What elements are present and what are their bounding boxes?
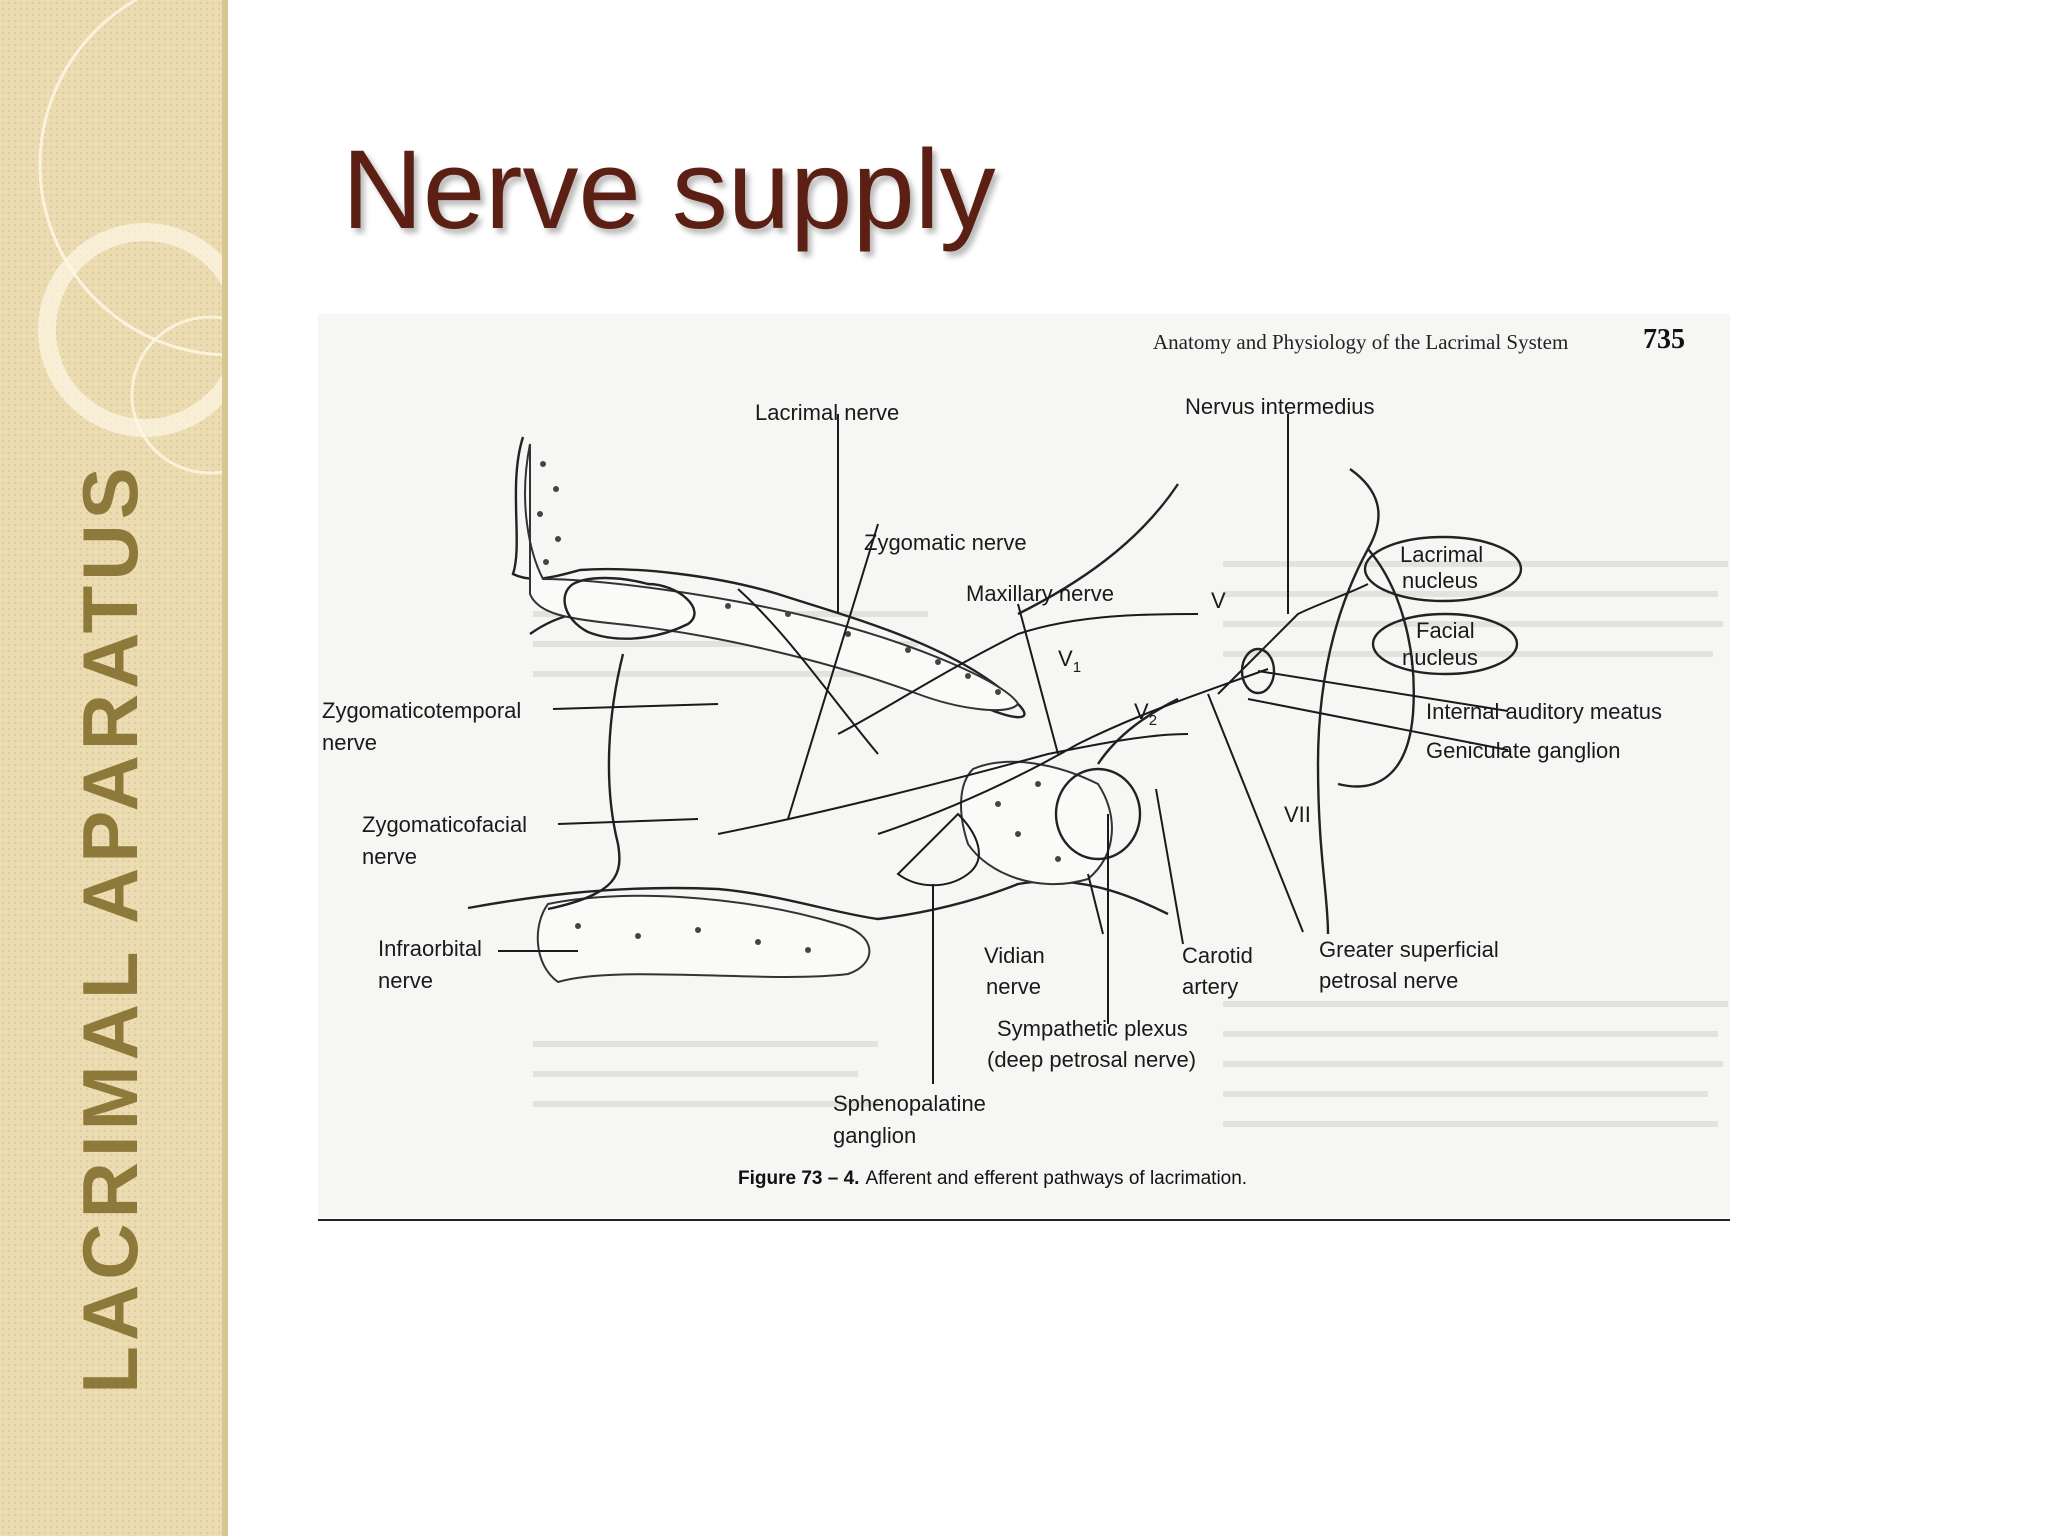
decorative-rings [38, 0, 228, 475]
gspn-path [1217, 583, 1369, 695]
orbital-roof-bone [524, 443, 1020, 712]
carotid-artery-shape [1054, 767, 1142, 861]
label-vidian-nerve: nerve [986, 974, 1041, 999]
label-sphenopalatine-ganglion: ganglion [833, 1123, 916, 1148]
label-nervus-intermedius: Nervus intermedius [1185, 394, 1375, 419]
figure-caption: Figure 73 – 4.Afferent and efferent path… [738, 1168, 1247, 1189]
label-v2: V2 [1134, 699, 1157, 729]
brainstem-outline [1316, 468, 1415, 935]
background-text-bleed [533, 561, 1728, 1127]
lacrimal-nerve-path [837, 613, 1199, 735]
zygoma-outline [547, 653, 625, 911]
sidebar-panel: LACRIMAL APARATUS [0, 0, 228, 1536]
vidian-nerve-path [877, 668, 1269, 835]
sphenopalatine-ganglion-shape [896, 812, 980, 887]
label-facial-nucleus-2: nucleus [1402, 645, 1478, 670]
label-deep-petrosal: (deep petrosal nerve) [987, 1047, 1196, 1072]
nerve-diagram: Anatomy and Physiology of the Lacrimal S… [322, 324, 1728, 1189]
figure-bottom-rule [318, 1219, 1730, 1221]
nerve-diagram-figure: Anatomy and Physiology of the Lacrimal S… [318, 314, 1730, 1218]
maxillary-nerve-path [717, 733, 1189, 835]
sidebar-title: LACRIMAL APARATUS [66, 462, 154, 1394]
label-geniculate-ganglion: Geniculate ganglion [1426, 738, 1620, 763]
label-internal-auditory-meatus: Internal auditory meatus [1426, 699, 1662, 724]
bone-stipple [537, 461, 1061, 953]
label-sympathetic-plexus: Sympathetic plexus [997, 1016, 1188, 1041]
label-facial-nucleus-1: Facial [1416, 618, 1475, 643]
sphenoid-bone [960, 760, 1113, 886]
figure-page-number: 735 [1643, 324, 1685, 355]
label-lacrimal-nucleus-2: nucleus [1402, 568, 1478, 593]
ring-large [38, 0, 228, 357]
label-zygomaticotemporal-nerve: nerve [322, 730, 377, 755]
label-gspn-2: petrosal nerve [1319, 968, 1458, 993]
label-v: V [1211, 588, 1226, 613]
label-infraorbital: Infraorbital [378, 936, 482, 961]
label-lacrimal-nucleus-1: Lacrimal [1400, 542, 1483, 567]
lacrimal-gland [563, 576, 696, 640]
facial-nucleus-oval [1371, 612, 1519, 676]
label-maxillary-nerve: Maxillary nerve [966, 581, 1114, 606]
ring-small [130, 315, 228, 475]
leader-lines [498, 414, 1509, 1084]
slide-title: Nerve supply [342, 127, 996, 252]
zygomatic-nerve-path [737, 588, 879, 755]
geniculate-ganglion-shape [1240, 647, 1276, 695]
label-infraorbital-nerve: nerve [378, 968, 433, 993]
label-vii: VII [1284, 802, 1311, 827]
label-zygomaticofacial-nerve: nerve [362, 844, 417, 869]
label-gspn-1: Greater superficial [1319, 937, 1499, 962]
label-zygomatic-nerve: Zygomatic nerve [864, 530, 1027, 555]
label-zygomaticotemporal: Zygomaticotemporal [322, 698, 521, 723]
label-v1: V1 [1058, 646, 1081, 676]
label-carotid-artery: artery [1182, 974, 1238, 999]
sidebar-edge [222, 0, 228, 1536]
label-sphenopalatine: Sphenopalatine [833, 1091, 986, 1116]
maxilla-bone [536, 894, 871, 984]
ring-medium [38, 223, 228, 437]
label-vidian: Vidian [984, 943, 1045, 968]
figure-header: Anatomy and Physiology of the Lacrimal S… [1153, 330, 1568, 354]
label-carotid: Carotid [1182, 943, 1253, 968]
label-zygomaticofacial: Zygomaticofacial [362, 812, 527, 837]
label-lacrimal-nerve: Lacrimal nerve [755, 400, 899, 425]
lacrimal-nucleus-oval [1363, 535, 1523, 603]
